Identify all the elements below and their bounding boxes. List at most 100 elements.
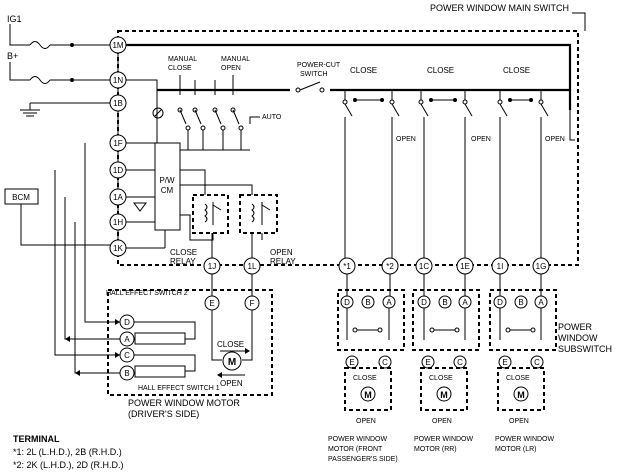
lr-motor-label-2: MOTOR (LR) xyxy=(495,446,536,453)
bplus-wire xyxy=(9,62,30,81)
subswitch-label-3: SUBSWITCH xyxy=(558,344,612,354)
subswitch-lr: D B A xyxy=(489,274,557,351)
open-relay-coil xyxy=(251,202,271,225)
hall-terminal-C: C xyxy=(119,347,135,363)
svg-text:D: D xyxy=(344,298,350,307)
bplus-splice-dot xyxy=(70,78,74,82)
close-relay-label-2: RELAY xyxy=(170,257,196,266)
hall-arrow-4 xyxy=(75,370,80,376)
fp-open-label: OPEN xyxy=(396,136,416,143)
svg-text:1M: 1M xyxy=(112,41,123,50)
svg-text:E: E xyxy=(502,358,507,367)
terminal-note-2: *2: 2K (L.H.D.), 2D (R.H.D.) xyxy=(13,460,124,470)
svg-text:A: A xyxy=(538,298,544,307)
lr-open-label: OPEN xyxy=(545,136,565,143)
terminal-1B: 1B xyxy=(109,94,127,112)
terminal-1F: 1F xyxy=(109,134,127,152)
svg-text:1H: 1H xyxy=(113,218,123,227)
ground-symbol-icon xyxy=(133,202,147,212)
svg-text:1E: 1E xyxy=(460,262,470,271)
subswitch-fp: D B A xyxy=(337,274,405,351)
relay-feed-3 xyxy=(180,214,214,241)
terminal-1J: 1J xyxy=(203,257,221,275)
manual-close-label-1: MANUAL xyxy=(168,56,197,63)
terminal-1E: 1E xyxy=(456,257,474,275)
subswitch-rr: D B A xyxy=(412,274,480,351)
power-cut-switch xyxy=(295,81,325,93)
svg-text:1F: 1F xyxy=(113,139,122,148)
motor-wire-right xyxy=(242,310,253,361)
hall-terminal-D: D xyxy=(119,314,135,330)
terminal-star1: *1 xyxy=(338,257,356,275)
pwcm-module xyxy=(154,142,181,231)
hall-harness-4 xyxy=(84,143,120,323)
svg-text:B: B xyxy=(365,298,370,307)
hall2-sensor xyxy=(134,332,186,345)
driver-close-label: CLOSE xyxy=(217,340,244,349)
hall-terminal-B: B xyxy=(119,365,135,381)
motor-wire-left xyxy=(211,310,222,361)
svg-text:D: D xyxy=(421,298,427,307)
driver-motor-m: M xyxy=(228,357,236,368)
open-relay-box xyxy=(239,194,278,234)
svg-text:C: C xyxy=(124,351,130,360)
svg-text:1G: 1G xyxy=(536,262,547,271)
svg-text:A: A xyxy=(124,335,130,344)
auto-label: AUTO xyxy=(262,114,282,121)
svg-text:E: E xyxy=(209,299,214,308)
svg-text:OPEN: OPEN xyxy=(356,418,376,425)
svg-text:A: A xyxy=(386,298,392,307)
driver-motor xyxy=(222,351,242,371)
svg-text:CLOSE: CLOSE xyxy=(429,375,453,382)
terminal-1H: 1H xyxy=(109,213,127,231)
hall1-label: HALL EFFECT SWITCH 1 xyxy=(138,385,220,392)
motor-terminal-F: F xyxy=(244,295,260,311)
hall-arrow-1 xyxy=(115,319,120,325)
pwcm-label-2: CM xyxy=(161,186,174,195)
svg-text:1I: 1I xyxy=(497,262,504,271)
svg-text:B: B xyxy=(442,298,447,307)
right-return-wire xyxy=(569,90,575,141)
svg-text:1L: 1L xyxy=(248,262,257,271)
close-arrow-head xyxy=(245,348,250,354)
rr-motor-label-1: POWER WINDOW xyxy=(414,436,473,443)
hall2-label: HALL EFFECT SWITCH 2 xyxy=(106,290,188,297)
motor-fp: E C CLOSE M OPEN xyxy=(344,355,392,425)
manual-open-label-2: OPEN xyxy=(221,65,241,72)
fp-motor-label-1: POWER WINDOW xyxy=(328,436,387,443)
terminal-title: TERMINAL xyxy=(13,434,60,444)
svg-text:M: M xyxy=(364,390,372,400)
main-switch-leader xyxy=(572,12,586,31)
fp-switch-group xyxy=(342,90,400,258)
open-relay-label-2: RELAY xyxy=(270,257,296,266)
lr-switch-group xyxy=(497,90,549,258)
driver-motor-title-1: POWER WINDOW MOTOR xyxy=(128,398,240,408)
svg-text:B: B xyxy=(518,298,523,307)
terminal-star2: *2 xyxy=(381,257,399,275)
relay-feed-2 xyxy=(180,184,253,195)
terminal-1N: 1N xyxy=(109,71,127,89)
motor-terminal-E: E xyxy=(204,295,220,311)
terminal-1I: 1I xyxy=(491,257,509,275)
hall1-sensor xyxy=(134,365,186,378)
close-relay-coil xyxy=(204,202,222,225)
subswitch-label-2: WINDOW xyxy=(558,333,598,343)
svg-text:CLOSE: CLOSE xyxy=(353,375,377,382)
ig1-fuse xyxy=(29,41,51,49)
rr-close-label: CLOSE xyxy=(427,66,454,75)
hall-arrow-3 xyxy=(115,352,120,358)
bplus-bus xyxy=(126,79,158,143)
lr-motor-label-1: POWER WINDOW xyxy=(495,436,554,443)
bplus-fuse xyxy=(29,76,51,84)
svg-text:M: M xyxy=(440,390,448,400)
svg-text:A: A xyxy=(462,298,468,307)
power-cut-label-2: SWITCH xyxy=(300,71,328,78)
fp-motor-label-3: PASSENGER'S SIDE) xyxy=(328,456,398,463)
driver-open-label: OPEN xyxy=(220,379,243,388)
svg-text:1D: 1D xyxy=(113,166,123,175)
open-arrow-head xyxy=(217,372,222,378)
lr-close-label: CLOSE xyxy=(503,66,530,75)
close-relay-label-1: CLOSE xyxy=(170,248,197,257)
